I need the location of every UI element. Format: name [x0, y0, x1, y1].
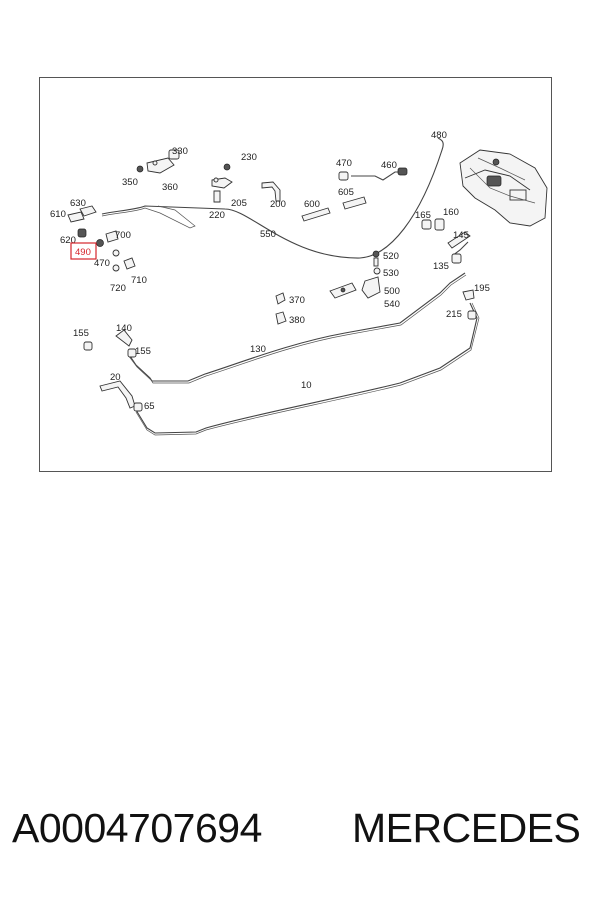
- callout-530: 530: [383, 268, 399, 279]
- callout-540: 540: [384, 299, 400, 310]
- callout-20: 20: [110, 372, 121, 383]
- callout-145: 145: [453, 230, 469, 241]
- fuel-tank-icon: [459, 149, 548, 227]
- callout-480: 480: [431, 130, 447, 141]
- clip-710-icon: [123, 257, 136, 270]
- callout-220: 220: [209, 210, 225, 221]
- callout-165: 165: [415, 210, 431, 221]
- clip-700-icon: [105, 230, 119, 243]
- callout-710: 710: [131, 275, 147, 286]
- pipe-550: [101, 137, 444, 259]
- callout-630: 630: [70, 198, 86, 209]
- callout-350: 350: [122, 177, 138, 188]
- pipe-10: [135, 302, 478, 434]
- clip-470-lower-icon: [112, 249, 120, 257]
- clip-470-upper-icon: [338, 171, 349, 181]
- hose-20-icon: [99, 380, 136, 409]
- connector-610-icon: [67, 211, 85, 223]
- hose-145-icon: [447, 231, 471, 249]
- clip-155-right-icon: [127, 348, 137, 358]
- bracket-540-icon: [361, 276, 381, 299]
- callout-470-upper: 470: [336, 158, 352, 169]
- callout-370: 370: [289, 295, 305, 306]
- callout-360: 360: [162, 182, 178, 193]
- parts-diagram: 330 350 360 230 205 220 200 470 460 480 …: [39, 77, 552, 472]
- callout-135: 135: [433, 261, 449, 272]
- clip-160-icon: [434, 218, 445, 231]
- callout-215: 215: [446, 309, 462, 320]
- hose-605-icon: [342, 196, 367, 210]
- callout-700: 700: [115, 230, 131, 241]
- part-number: A0004707694: [12, 805, 262, 851]
- clip-135-icon: [451, 253, 462, 264]
- hose-600-icon: [301, 207, 331, 222]
- parts-diagram-drawing: 330 350 360 230 205 220 200 470 460 480 …: [50, 130, 548, 436]
- callout-550: 550: [260, 229, 276, 240]
- footer: A0004707694 MERCEDES: [0, 805, 600, 860]
- clip-720-icon: [112, 264, 120, 272]
- clip-370-icon: [275, 292, 286, 305]
- clip-165-icon: [421, 219, 432, 230]
- callout-490-highlight-box: [70, 242, 97, 260]
- callout-610: 610: [50, 209, 66, 220]
- clip-65-icon: [133, 402, 143, 412]
- callout-330: 330: [172, 146, 188, 157]
- connector-630-icon: [79, 205, 97, 217]
- callout-200: 200: [270, 199, 286, 210]
- callout-10: 10: [301, 380, 312, 391]
- clip-380-icon: [275, 311, 287, 325]
- valve-490-icon: [96, 239, 104, 247]
- bracket-330-icon: [136, 149, 180, 174]
- callout-460: 460: [381, 160, 397, 171]
- callout-labels: 330 350 360 230 205 220 200 470 460 480 …: [50, 130, 490, 412]
- callout-500: 500: [384, 286, 400, 297]
- callout-140: 140: [116, 323, 132, 334]
- bolt-520-icon: [372, 250, 380, 258]
- callout-195: 195: [474, 283, 490, 294]
- hose-200-icon: [261, 181, 281, 202]
- callout-205: 205: [231, 198, 247, 209]
- washer-530-icon: [373, 267, 381, 275]
- pipe-130: [127, 272, 466, 382]
- callout-230: 230: [241, 152, 257, 163]
- connector-460-icon: [397, 167, 408, 176]
- callout-155-b: 155: [135, 346, 151, 357]
- callout-720: 720: [110, 283, 126, 294]
- callout-605: 605: [338, 187, 354, 198]
- callout-65: 65: [144, 401, 155, 412]
- clip-620-icon: [77, 228, 87, 238]
- clip-195-icon: [462, 289, 475, 301]
- hose-140-icon: [115, 329, 133, 347]
- callout-160: 160: [443, 207, 459, 218]
- callout-155-a: 155: [73, 328, 89, 339]
- clip-215-icon: [467, 310, 477, 320]
- callout-600: 600: [304, 199, 320, 210]
- callout-470-lower: 470: [94, 258, 110, 269]
- callout-130: 130: [250, 344, 266, 355]
- clip-155-left-icon: [83, 341, 93, 351]
- callout-620: 620: [60, 235, 76, 246]
- callout-380: 380: [289, 315, 305, 326]
- clip-205-icon: [211, 163, 233, 203]
- brand-name: MERCEDES: [352, 805, 581, 851]
- callout-490: 490: [75, 247, 91, 258]
- callout-520: 520: [383, 251, 399, 262]
